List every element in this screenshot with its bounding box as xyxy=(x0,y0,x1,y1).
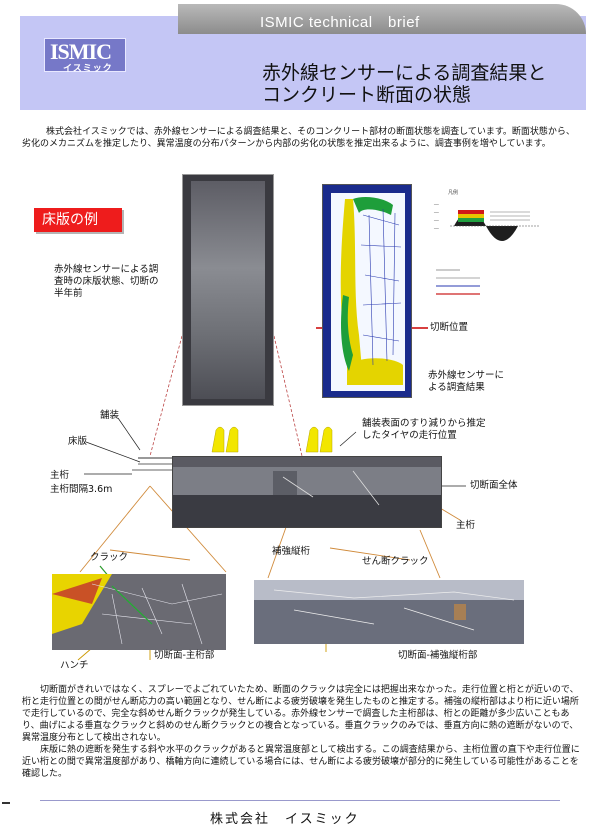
orange-leader-2 xyxy=(149,485,227,573)
tire-right-2 xyxy=(319,426,333,453)
leader-slab xyxy=(85,441,141,463)
ir-caption-line-1: 赤外線センサーによる調 xyxy=(54,264,159,275)
girder-label: 主桁 xyxy=(50,470,70,481)
ir-photo-caption: 赤外線センサーによる調 査時の床版状態、切断の 半年前 xyxy=(54,264,159,300)
girder-section-photo xyxy=(52,574,226,650)
tire-position-caption: 舗装表面のすり減りから推定 したタイヤの走行位置 xyxy=(362,418,486,442)
tire-left-2 xyxy=(225,426,239,453)
ir-caption-line-2: 査時の床版状態、切断の xyxy=(54,276,159,287)
brand-text: ISMIC technical brief xyxy=(260,14,420,31)
pavement-label: 舗装 xyxy=(100,410,120,421)
stringer-section-photo xyxy=(254,580,524,644)
section-all-label: 切断面全体 xyxy=(470,480,518,491)
intro-paragraph: 株式会社イスミックでは、赤外線センサーによる調査結果と、そのコンクリート部材の断… xyxy=(22,127,575,149)
logo-sub-text: イスミック xyxy=(63,64,113,74)
infrared-map-graphic xyxy=(331,193,405,391)
svg-text:凡例: 凡例 xyxy=(448,189,458,196)
temperature-legend-graphic: 凡例 ── ── ── ── xyxy=(433,189,540,241)
leader-pavement xyxy=(117,417,141,451)
corner-mark xyxy=(2,802,10,804)
logo-main-text: ISMIC xyxy=(50,39,112,64)
girder-section-photo-graphic xyxy=(52,574,226,650)
slab-photo xyxy=(182,174,274,406)
leader-haunch xyxy=(77,647,93,661)
tire-left-1 xyxy=(211,426,225,453)
title-line-1: 赤外線センサーによる調査結果と xyxy=(262,62,547,84)
infrared-map xyxy=(322,184,412,398)
figure: 床版の例 赤外線センサーによる調 査時の床版状態、切断の 半年前 凡例 ── ──… xyxy=(34,174,540,671)
ir-caption-line-3: 半年前 xyxy=(54,288,83,299)
header-tab xyxy=(178,4,586,34)
crack-width-legend-graphic xyxy=(436,269,480,295)
page-title: 赤外線センサーによる調査結果と コンクリート断面の状態 xyxy=(262,62,582,106)
tire-caption-line-2: したタイヤの走行位置 xyxy=(362,430,457,441)
cut-position-label: 切断位置 xyxy=(430,322,469,333)
body-paragraph-2: 床版に熱の遮断を発生する斜や水平のクラックがあると異常温度部として検出する。この… xyxy=(22,745,580,779)
footer-rule xyxy=(40,800,560,801)
orange-leader-1 xyxy=(79,485,151,573)
ir-result-line-1: 赤外線センサーに xyxy=(428,370,505,381)
slab-example-tag: 床版の例 xyxy=(34,208,122,232)
girder-spacing-label: 主桁間隔3.6m xyxy=(50,484,113,495)
svg-text:──: ── xyxy=(433,218,439,223)
body-text: 切断面がきれいではなく、スプレーでよごれていたため、断面のクラックは完全には把握… xyxy=(22,684,582,780)
orange-leader-4 xyxy=(419,529,441,579)
tire-right-1 xyxy=(305,426,319,453)
shear-crack-label: せん断クラック xyxy=(362,556,429,567)
leader-tire xyxy=(339,431,357,447)
slab-label: 床版 xyxy=(68,436,88,447)
svg-text:──: ── xyxy=(433,226,439,231)
title-line-2: コンクリート断面の状態 xyxy=(262,84,472,106)
orange-base-2 xyxy=(329,547,411,561)
ir-result-line-2: よる調査結果 xyxy=(428,382,485,393)
stringer-section-photo-graphic xyxy=(254,580,524,644)
haunch-label: ハンチ xyxy=(60,660,89,671)
section-stringer-label: 切断面-補強縦桁部 xyxy=(398,650,478,661)
section-photo xyxy=(172,456,442,528)
stringer-label: 補強縦桁 xyxy=(272,546,311,557)
tire-caption-line-1: 舗装表面のすり減りから推定 xyxy=(362,418,486,429)
section-photo-graphic xyxy=(173,457,441,527)
footer-company: 株式会社 イスミック xyxy=(210,812,360,827)
ismic-logo: ISMIC イスミック xyxy=(44,38,126,74)
ir-result-caption: 赤外線センサーに よる調査結果 xyxy=(428,370,504,394)
projection-line-right xyxy=(273,335,303,457)
svg-text:──: ── xyxy=(433,202,439,207)
svg-text:──: ── xyxy=(433,210,439,215)
projection-line-left xyxy=(149,335,183,457)
main-girder-label: 主桁 xyxy=(456,520,476,531)
header: ISMIC technical brief ISMIC イスミック 赤外線センサ… xyxy=(0,0,600,116)
crack-label: クラック xyxy=(90,552,129,563)
section-girder-label: 切断面-主桁部 xyxy=(154,650,215,661)
tire-markers xyxy=(211,426,333,453)
slab-photo-surface xyxy=(191,181,265,399)
orange-base-1 xyxy=(109,549,191,561)
body-paragraph-1: 切断面がきれいではなく、スプレーでよごれていたため、断面のクラックは完全には把握… xyxy=(22,685,579,743)
